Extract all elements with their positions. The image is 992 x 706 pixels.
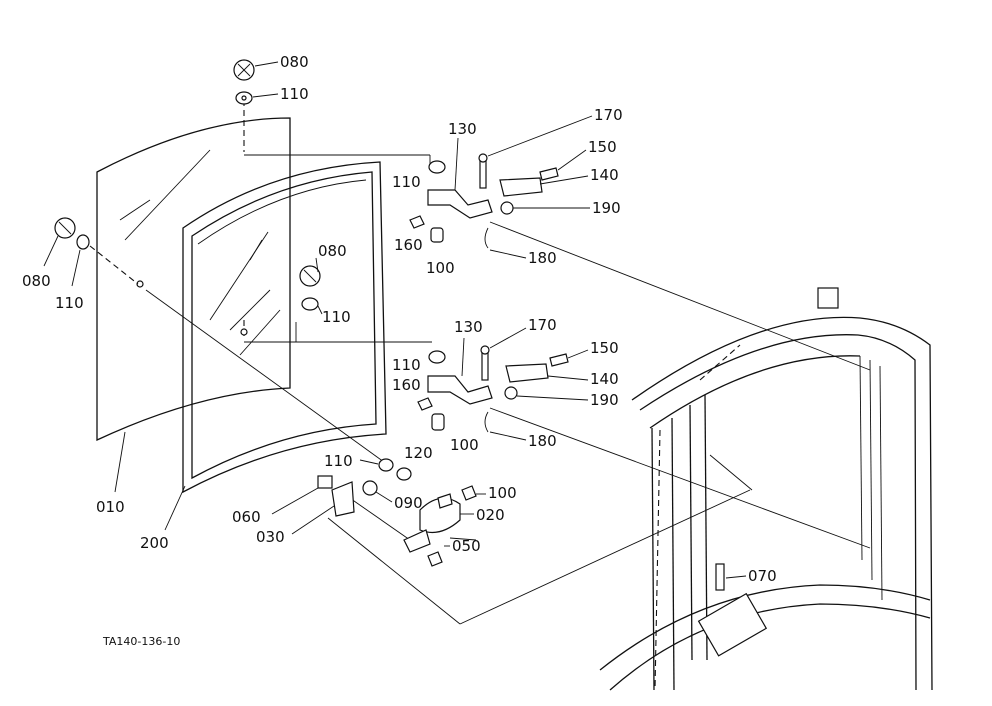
label-020: 020 — [476, 506, 505, 524]
part-labels: 080 110 080 110 010 200 080 110 130 170 … — [22, 53, 777, 585]
label-090: 090 — [394, 494, 423, 512]
label-150-upper: 150 — [588, 138, 617, 156]
seal-frame-200 — [182, 161, 387, 494]
label-110-bottom: 110 — [324, 452, 353, 470]
label-180-lower: 180 — [528, 432, 557, 450]
label-170-lower: 170 — [528, 316, 557, 334]
glass-panel-010 — [96, 117, 291, 442]
label-080-left: 080 — [22, 272, 51, 290]
label-110-top: 110 — [280, 85, 309, 103]
label-130-lower: 130 — [454, 318, 483, 336]
hardware-parts — [54, 59, 569, 567]
cab-frame — [599, 287, 933, 691]
label-190-upper: 190 — [592, 199, 621, 217]
label-160-lower: 160 — [392, 376, 421, 394]
label-110-upper-hinge: 110 — [392, 173, 421, 191]
drawing-code: TA140-136-10 — [102, 635, 180, 648]
label-100-bottom: 100 — [488, 484, 517, 502]
label-050: 050 — [452, 537, 481, 555]
label-200: 200 — [140, 534, 169, 552]
label-080-top: 080 — [280, 53, 309, 71]
label-120: 120 — [404, 444, 433, 462]
label-110-mid: 110 — [322, 308, 351, 326]
assembly-lines — [89, 100, 871, 625]
label-110-lower-hinge: 110 — [392, 356, 421, 374]
label-010: 010 — [96, 498, 125, 516]
label-130-upper: 130 — [448, 120, 477, 138]
label-190-lower: 190 — [590, 391, 619, 409]
label-070: 070 — [748, 567, 777, 585]
label-030: 030 — [256, 528, 285, 546]
label-180-upper: 180 — [528, 249, 557, 267]
label-170-upper: 170 — [594, 106, 623, 124]
label-080-mid: 080 — [318, 242, 347, 260]
label-140-upper: 140 — [590, 166, 619, 184]
label-060: 060 — [232, 508, 261, 526]
label-100-upper: 100 — [426, 259, 455, 277]
label-160-upper: 160 — [394, 236, 423, 254]
label-100-lower: 100 — [450, 436, 479, 454]
label-110-left: 110 — [55, 294, 84, 312]
label-140-lower: 140 — [590, 370, 619, 388]
label-150-lower: 150 — [590, 339, 619, 357]
